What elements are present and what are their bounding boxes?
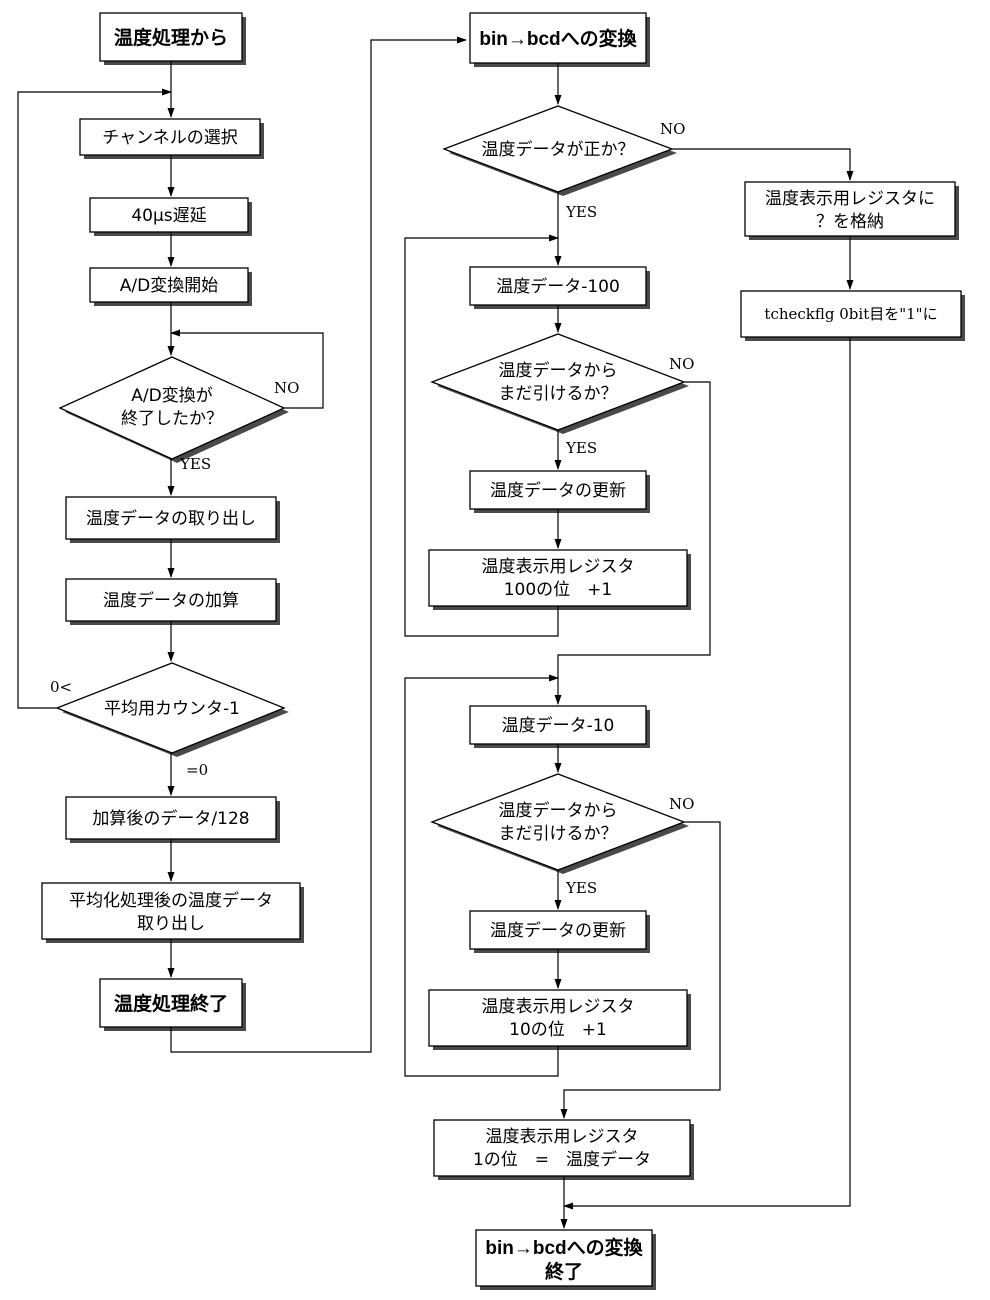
reg1-line2: 1の位 = 温度データ <box>473 1149 651 1170</box>
can-sub-decision-2: 温度データから まだ引けるか？ <box>430 773 689 874</box>
start-temp-process: 温度処理から <box>99 12 246 65</box>
label-yes-positive: YES <box>565 203 597 221</box>
reg10-line2: 10の位 +1 <box>509 1020 607 1040</box>
can-sub-decision-1: 温度データから まだ引けるか？ <box>430 333 689 434</box>
flag-box: tcheckflg 0bit目を"1"に <box>740 290 965 341</box>
ad-done-line2: 終了したか？ <box>121 409 223 429</box>
edge-cansub2-no <box>560 821 721 1119</box>
positive-label: 温度データが正か？ <box>482 139 635 160</box>
reg10-box: 温度表示用レジスタ 10の位 +1 <box>428 989 691 1050</box>
add-box: 温度データの加算 <box>65 578 280 625</box>
edge-cansub1-no <box>554 381 711 705</box>
bin-bcd-start-label: bin→bcdへの変換 <box>479 27 637 50</box>
ad-start-label: A/D変換開始 <box>120 276 218 296</box>
label-yes-cansub2: YES <box>565 879 597 897</box>
ad-start-box: A/D変換開始 <box>89 267 252 306</box>
store-q-line1: 温度表示用レジスタに <box>765 189 935 209</box>
label-eq0: =0 <box>186 761 208 779</box>
label-no-addone: NO <box>274 379 299 397</box>
can-sub-2-line2: まだ引けるか？ <box>499 824 618 844</box>
end-temp-process-label: 温度処理終了 <box>114 992 228 1015</box>
start-temp-process-label: 温度処理から <box>114 26 228 49</box>
flag-label: tcheckflg 0bit目を"1"に <box>764 305 937 323</box>
sub100-label: 温度データ-100 <box>496 276 620 297</box>
update2-box: 温度データの更新 <box>469 910 650 953</box>
store-q-line2: ？を格納 <box>816 212 884 232</box>
reg100-line2: 100の位 +1 <box>504 580 613 600</box>
bin-bcd-start: bin→bcdへの変換 <box>469 12 650 67</box>
reg1-box: 温度表示用レジスタ 1の位 = 温度データ <box>433 1119 694 1180</box>
label-gt0: 0< <box>50 678 72 696</box>
update1-label: 温度データの更新 <box>490 480 626 501</box>
add-label: 温度データの加算 <box>103 590 239 611</box>
update2-label: 温度データの更新 <box>490 920 626 941</box>
extract-box: 温度データの取り出し <box>65 496 280 543</box>
end-temp-process: 温度処理終了 <box>99 978 246 1031</box>
can-sub-1-line1: 温度データから <box>499 360 618 381</box>
bin-bcd-end-line2: 終了 <box>545 1260 583 1283</box>
delay-label: 40μs遅延 <box>131 206 206 226</box>
ad-done-decision: A/D変換が 終了したか？ <box>58 356 289 463</box>
select-channel-label: チャンネルの選択 <box>102 128 238 148</box>
ad-done-line1: A/D変換が <box>131 386 212 406</box>
avg-counter-label: 平均用カウンタ-1 <box>104 699 240 719</box>
avg-counter-decision: 平均用カウンタ-1 <box>55 662 289 757</box>
divide-box: 加算後のデータ/128 <box>65 796 280 843</box>
positive-decision: 温度データが正か？ <box>442 105 677 196</box>
update1-box: 温度データの更新 <box>469 470 650 513</box>
label-yes-addone: YES <box>179 455 211 473</box>
reg10-line1: 温度表示用レジスタ <box>482 997 635 1017</box>
avg-extract-line2: 取り出し <box>137 914 205 934</box>
label-no-cansub2: NO <box>669 795 694 813</box>
sub10-box: 温度データ-10 <box>469 705 650 748</box>
delay-box: 40μs遅延 <box>89 197 252 236</box>
sub10-label: 温度データ-10 <box>502 715 615 736</box>
extract-label: 温度データの取り出し <box>86 508 256 529</box>
can-sub-2-line1: 温度データから <box>499 800 618 821</box>
edge-addone-no-loop <box>170 329 324 409</box>
bin-bcd-end: bin→bcdへの変換 終了 <box>475 1229 656 1290</box>
label-no-positive: NO <box>660 120 685 138</box>
label-yes-cansub1: YES <box>565 439 597 457</box>
edge-flag-to-end <box>563 337 851 1210</box>
sub100-box: 温度データ-100 <box>469 266 650 309</box>
reg100-line1: 温度表示用レジスタ <box>482 557 635 577</box>
edge-reg10-loop <box>404 674 559 1077</box>
edge-reg100-loop <box>404 234 559 637</box>
reg100-box: 温度表示用レジスタ 100の位 +1 <box>428 549 691 610</box>
avg-extract-box: 平均化処理後の温度データ 取り出し <box>41 882 304 943</box>
edge-counter-gt0-loop <box>17 88 172 709</box>
can-sub-1-line2: まだ引けるか？ <box>499 384 618 404</box>
store-question-box: 温度表示用レジスタに ？を格納 <box>744 181 959 240</box>
divide-label: 加算後のデータ/128 <box>92 808 249 829</box>
reg1-line1: 温度表示用レジスタ <box>486 1127 639 1147</box>
label-no-cansub1: NO <box>669 355 694 373</box>
edge-left-to-middle <box>170 36 467 1053</box>
select-channel-box: チャンネルの選択 <box>79 118 264 159</box>
edge-positive-no <box>672 148 854 181</box>
avg-extract-line1: 平均化処理後の温度データ <box>69 890 273 911</box>
bin-bcd-end-line1: bin→bcdへの変換 <box>485 1236 643 1259</box>
